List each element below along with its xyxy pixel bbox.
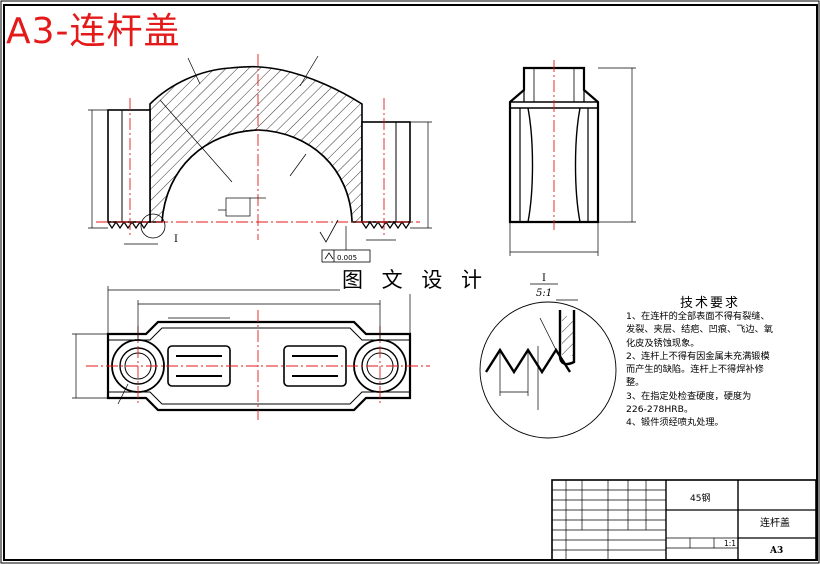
tech-line: 化皮及锈蚀现象。 [626,337,700,349]
title-block-sheet-size: A3 [769,546,783,556]
tech-line: 整。 [626,377,645,389]
tech-line: 2、连杆上不得有因金属未充满锻模 [626,350,770,362]
watermark: 图 文 设 计 [340,264,491,294]
detail-view [479,283,617,439]
tolerance-value: 0.005 [337,254,357,262]
title-block [551,479,817,561]
title-block-part-name: 连杆盖 [760,516,790,529]
top-view [72,286,430,420]
tech-line: 3、在指定处检查硬度，硬度为 [626,390,752,402]
technical-requirements-heading: 技术要求 [680,296,741,311]
front-section-view [88,54,432,245]
side-view [508,60,636,256]
drawing-title: A3-连杆盖 [6,11,181,52]
title-block-material: 45钢 [690,492,710,504]
detail-view-scale: 5:1 [536,288,552,299]
geometric-tolerance-frame [321,226,371,263]
tech-line: 226-278HRB。 [626,404,694,416]
tech-line: 4、锻件须经喷丸处理。 [626,417,724,429]
tech-line: 1、在连杆的全部表面不得有裂缝、 [626,311,770,322]
technical-requirements: 1、在连杆的全部表面不得有裂缝、 发裂、夹层、结疤、凹痕、飞边、氧 化皮及锈蚀现… [626,310,812,430]
tech-line: 而产生的缺陷。连杆上不得焊补修 [626,364,764,376]
section-marker-label: I [174,234,178,245]
detail-view-label: I [542,273,546,284]
title-block-scale: 1:1 [724,539,736,548]
tech-line: 发裂、夹层、结疤、凹痕、飞边、氧 [626,324,773,336]
